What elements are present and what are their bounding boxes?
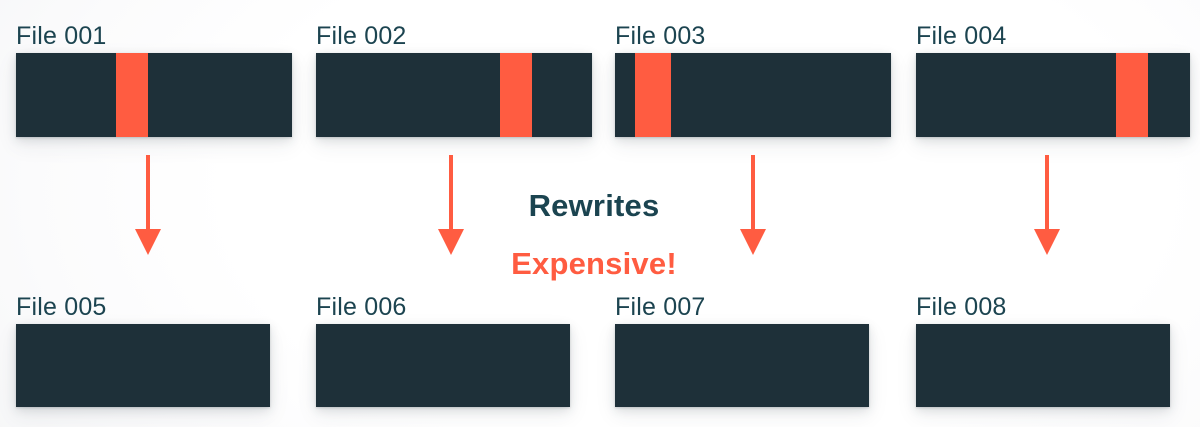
rewrite-arrow-2 xyxy=(434,155,468,255)
rewrite-arrow-3 xyxy=(736,155,770,255)
expensive-caption: Expensive! xyxy=(511,246,677,281)
rewrite-stripe-004 xyxy=(1116,53,1149,137)
file-group-target-3: File 007 xyxy=(615,295,869,407)
arrow-shaft xyxy=(449,155,453,231)
file-label-005: File 005 xyxy=(16,293,107,321)
file-block-005[interactable] xyxy=(16,324,270,407)
rewrite-arrow-1 xyxy=(131,155,165,255)
file-label-006: File 006 xyxy=(316,293,407,321)
file-label-002: File 002 xyxy=(316,22,407,50)
file-block-006[interactable] xyxy=(316,324,570,407)
file-group-source-3: File 003 xyxy=(615,24,891,137)
file-block-007[interactable] xyxy=(615,324,869,407)
arrow-shaft xyxy=(751,155,755,231)
file-block-001[interactable] xyxy=(16,53,292,137)
file-group-target-2: File 006 xyxy=(316,295,570,407)
file-block-004[interactable] xyxy=(916,53,1190,137)
file-group-target-4: File 008 xyxy=(916,295,1170,407)
file-block-003[interactable] xyxy=(615,53,891,137)
file-group-source-4: File 004 xyxy=(916,24,1190,137)
arrow-head-down-icon xyxy=(1034,229,1060,255)
rewrite-stripe-003 xyxy=(634,53,671,137)
rewrite-arrow-4 xyxy=(1030,155,1064,255)
arrow-shaft xyxy=(1045,155,1049,231)
file-label-007: File 007 xyxy=(615,293,706,321)
rewrite-stripe-002 xyxy=(500,53,533,137)
file-group-source-1: File 001 xyxy=(16,24,292,137)
file-block-008[interactable] xyxy=(916,324,1170,407)
file-label-004: File 004 xyxy=(916,22,1007,50)
arrow-shaft xyxy=(146,155,150,231)
file-label-008: File 008 xyxy=(916,293,1007,321)
file-label-003: File 003 xyxy=(615,22,706,50)
file-label-001: File 001 xyxy=(16,22,107,50)
arrow-head-down-icon xyxy=(740,229,766,255)
file-group-target-1: File 005 xyxy=(16,295,270,407)
rewrites-caption: Rewrites xyxy=(528,188,660,223)
rewrite-stripe-001 xyxy=(115,53,148,137)
file-block-002[interactable] xyxy=(316,53,592,137)
arrow-head-down-icon xyxy=(438,229,464,255)
arrow-head-down-icon xyxy=(135,229,161,255)
file-group-source-2: File 002 xyxy=(316,24,592,137)
